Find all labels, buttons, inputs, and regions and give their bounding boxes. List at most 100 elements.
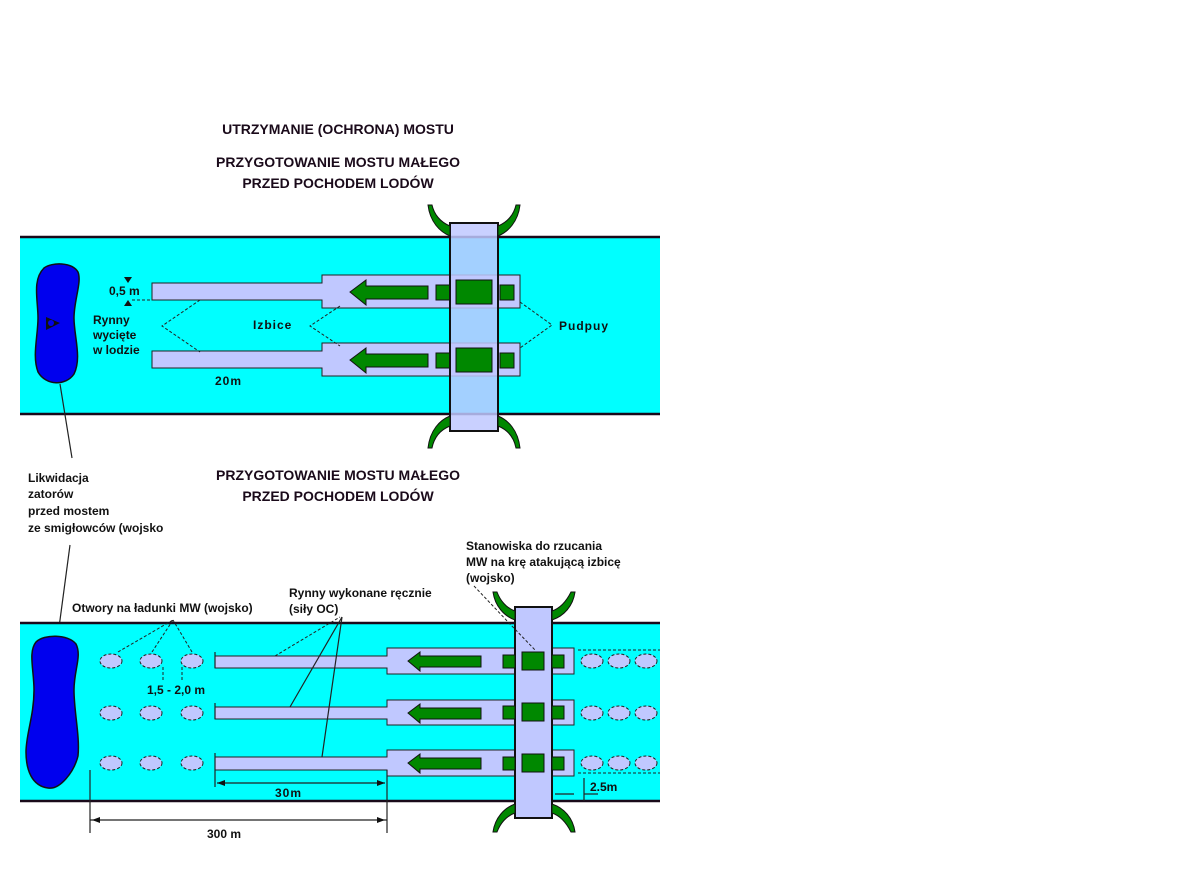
- channel-width-label: 0,5 m: [109, 284, 140, 298]
- pier-lower-on-deck: [455, 347, 493, 373]
- dimension-arrow-up-icon: [124, 300, 132, 306]
- holes-leader-2: [151, 619, 174, 653]
- dimension-arrow-down-icon: [124, 277, 132, 283]
- ice-channel-upper: [151, 274, 521, 309]
- ice-jam-leader-top: [59, 383, 73, 459]
- pier-side-block: [551, 756, 565, 771]
- manual-channels-line2: (siły OC): [289, 602, 338, 616]
- bottom-subtitle-line2: PRZED POCHODEM LODÓW: [242, 487, 434, 504]
- charge-hole: [180, 705, 204, 721]
- charge-hole: [634, 653, 658, 669]
- charge-hole: [607, 653, 631, 669]
- ice-channel-lower: [151, 342, 521, 377]
- charge-hole: [580, 653, 604, 669]
- pier-block-left-lower: [435, 352, 451, 369]
- positions-label-line3: (wojsko): [466, 571, 515, 585]
- pier-upper-on-deck: [455, 279, 493, 305]
- charge-hole: [139, 705, 163, 721]
- charge-hole: [180, 653, 204, 669]
- top-subtitle-line2: PRZED POCHODEM LODÓW: [242, 174, 434, 191]
- charge-hole: [580, 755, 604, 771]
- ice-flow-arrow-2: [407, 703, 482, 725]
- charge-hole: [99, 653, 123, 669]
- top-subtitle-line1: PRZYGOTOWANIE MOSTU MAŁEGO: [216, 154, 460, 170]
- manual-channel-leader-3: [321, 616, 343, 758]
- manual-channel-2: [214, 699, 575, 726]
- jam-removal-line3: przed mostem: [28, 504, 109, 518]
- dim-arrow-right-icon: [377, 780, 385, 786]
- charge-hole: [580, 705, 604, 721]
- pier-side-block: [551, 705, 565, 720]
- dim-arrow-left-icon: [217, 780, 225, 786]
- pier-1: [521, 651, 545, 671]
- pier-side-block: [502, 705, 516, 720]
- hole-spacing-label: 1,5 - 2,0 m: [147, 683, 205, 697]
- ice-flow-arrow-1: [407, 651, 482, 673]
- pier-block-left-upper: [435, 284, 451, 301]
- holes-label: Otwory na ładunki MW (wojsko): [72, 601, 253, 615]
- pier-block-right-lower: [499, 352, 515, 369]
- ice-jam-leader-bottom: [57, 544, 71, 636]
- abutment-wing-ne: [551, 591, 576, 621]
- piers-leader: [519, 301, 553, 349]
- pier-side-block: [502, 654, 516, 669]
- dim-arrow-left-icon: [92, 817, 100, 823]
- bridge-deck-top: [449, 222, 499, 432]
- abutment-wing-sw: [492, 803, 516, 833]
- charge-hole: [99, 705, 123, 721]
- holes-leader-3: [172, 619, 193, 653]
- abutment-wing-sw: [427, 415, 451, 449]
- jam-removal-line4: ze smigłowców (wojsko: [28, 521, 163, 535]
- channels-label-line3: w lodzie: [92, 343, 140, 357]
- charge-hole: [180, 755, 204, 771]
- charge-hole: [139, 653, 163, 669]
- ice-flow-arrow-upper: [349, 279, 429, 307]
- icebreakers-leader: [309, 305, 341, 347]
- abutment-wing-nw: [492, 591, 516, 621]
- bottom-subtitle-line1: PRZYGOTOWANIE MOSTU MAŁEGO: [216, 467, 460, 483]
- charge-holes-right: [578, 649, 660, 774]
- main-title: UTRZYMANIE (OCHRONA) MOSTU: [222, 121, 454, 137]
- manual-channel-leader-1: [274, 616, 341, 657]
- manual-channel-3: [214, 749, 575, 777]
- pier-3: [521, 753, 545, 773]
- pier-side-block: [502, 756, 516, 771]
- abutment-wing-se: [497, 415, 521, 449]
- pier-side-block: [551, 654, 565, 669]
- ice-jam-marker-dot: [48, 320, 54, 326]
- channels-leader: [161, 299, 201, 353]
- icebreakers-label: Izbice: [253, 318, 292, 332]
- channels-label-line1: Rynny: [93, 313, 130, 327]
- jam-removal-line2: zatorów: [28, 487, 74, 501]
- positions-leader: [473, 585, 537, 652]
- charge-hole: [607, 755, 631, 771]
- manual-channels-line1: Rynny wykonane ręcznie: [289, 586, 432, 600]
- charge-hole: [607, 705, 631, 721]
- ice-jam-bottom: [25, 635, 80, 789]
- piers-label: Pudpuy: [559, 319, 609, 333]
- pier-block-right-upper: [499, 284, 515, 301]
- charge-holes-left: [99, 653, 204, 771]
- charge-hole: [634, 755, 658, 771]
- side-gap-label: 2.5m: [590, 780, 617, 794]
- channels-label-line2: wycięte: [92, 328, 137, 342]
- channel-length-label: 20m: [215, 374, 242, 388]
- pier-2: [521, 702, 545, 722]
- ice-flow-arrow-3: [407, 753, 482, 775]
- abutment-wing-ne: [497, 204, 521, 237]
- dim-arrow-right-icon: [377, 817, 385, 823]
- positions-label-line1: Stanowiska do rzucania: [466, 539, 602, 553]
- charge-hole: [634, 705, 658, 721]
- top-diagram: 0,5 m Rynny wycięte w lodzie Izbice Pudp…: [20, 204, 660, 449]
- top-river: [20, 237, 660, 414]
- charge-hole: [99, 755, 123, 771]
- abutment-wing-se: [551, 803, 576, 833]
- total-length-label: 300 m: [207, 827, 241, 841]
- holes-leader-1: [117, 619, 174, 653]
- ice-flow-arrow-lower: [349, 347, 429, 375]
- abutment-wing-nw: [427, 204, 451, 237]
- positions-label-line2: MW na krę atakującą izbicę: [466, 555, 621, 569]
- jam-removal-line1: Likwidacja: [28, 471, 89, 485]
- bottom-diagram: 1,5 - 2,0 m 30m 2.5m: [20, 591, 660, 833]
